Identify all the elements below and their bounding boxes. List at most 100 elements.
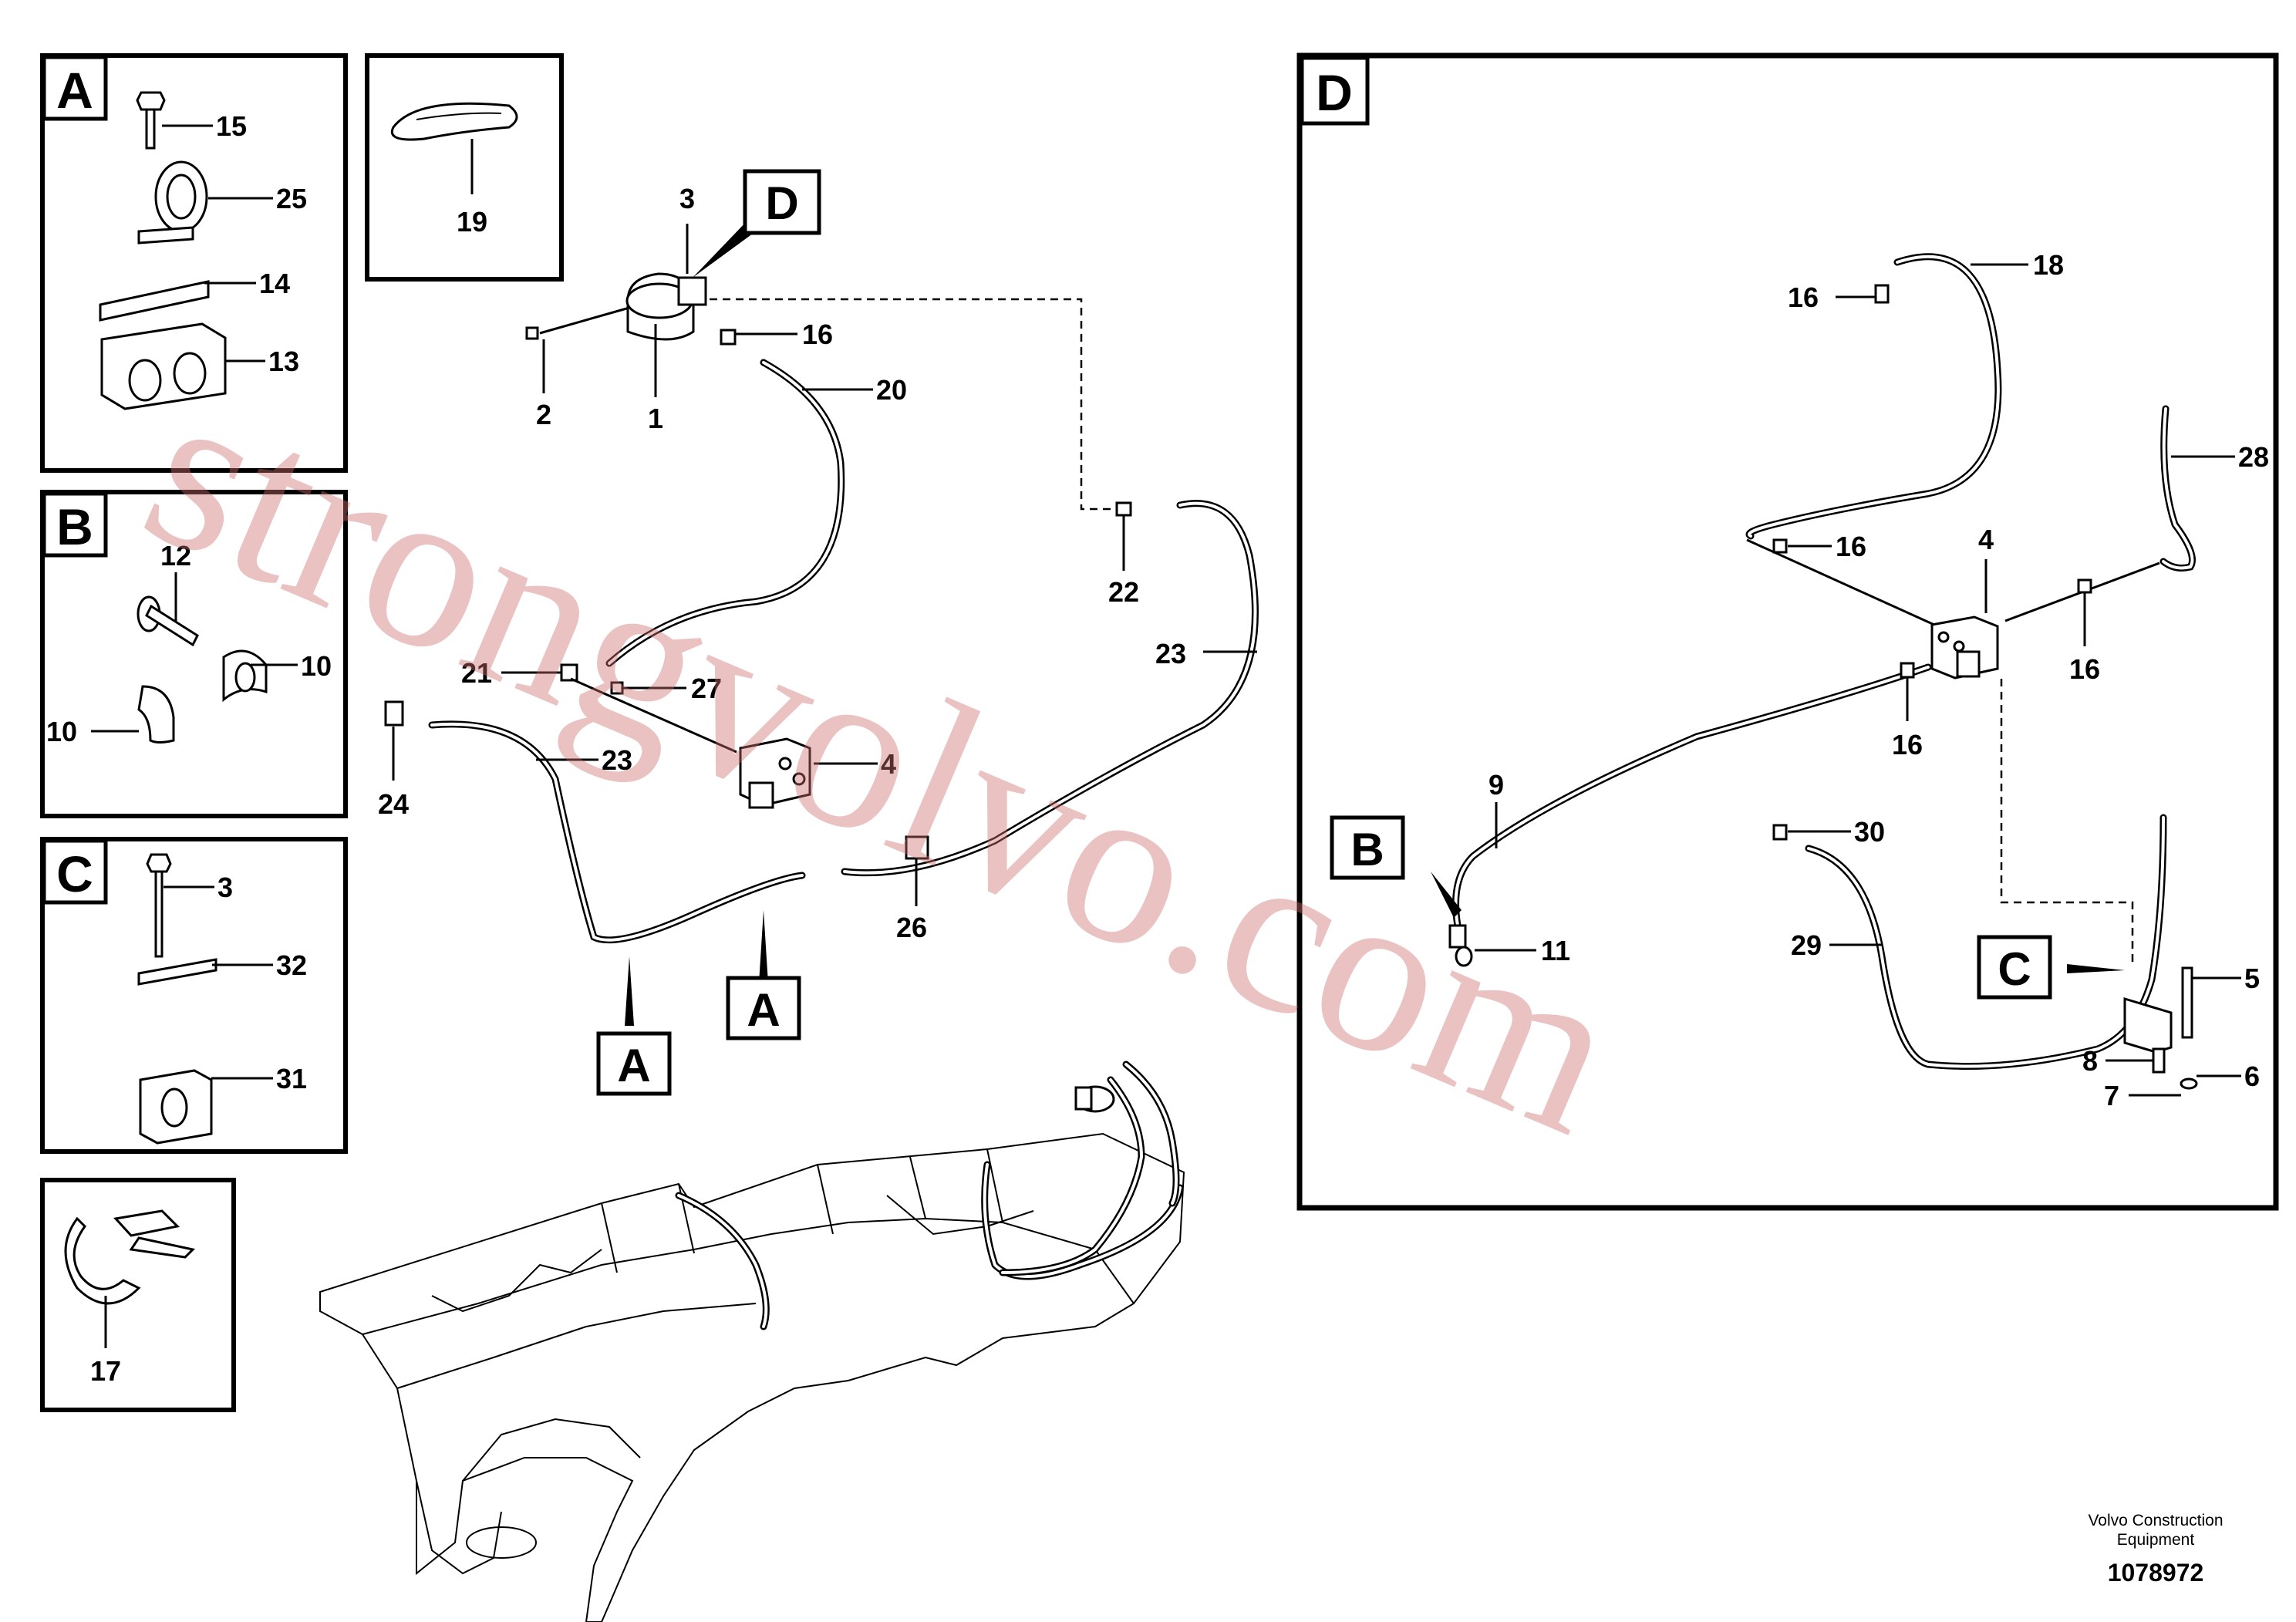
label-16-d2: 16: [1836, 531, 1866, 562]
fitting-icon: [1115, 501, 1132, 517]
svg-text:D: D: [765, 177, 798, 229]
label-21: 21: [461, 657, 492, 689]
detail-box-c: C 3 32 31: [40, 837, 348, 1154]
screw-icon: [146, 853, 172, 958]
footer: Volvo Construction Equipment 1078972: [2088, 1512, 2223, 1587]
valve-block-icon: [739, 737, 811, 809]
hose-20: [605, 359, 845, 667]
label-2: 2: [536, 399, 551, 430]
callout-b: B: [1330, 815, 1405, 880]
label-25: 25: [276, 183, 307, 214]
document-number: 1078972: [2108, 1559, 2204, 1587]
company-name-2: Equipment: [2117, 1531, 2195, 1549]
sensor-icon: [539, 272, 707, 341]
svg-text:A: A: [747, 984, 780, 1036]
hose-clamp-icon: [64, 1209, 196, 1305]
cable-tie-icon: [390, 102, 518, 141]
detail-box-d: D 18 16 28 16 4: [1296, 52, 2279, 1211]
hose-28: [2159, 405, 2196, 572]
label-16-d4: 16: [1892, 729, 1923, 760]
fitting-icon: [2077, 578, 2092, 594]
box-c-letter: C: [56, 845, 93, 902]
label-19: 19: [457, 206, 487, 238]
hose-23-left: [428, 720, 806, 944]
machine-frame-illustration: [319, 1132, 1185, 1622]
detail-box-tie: 19: [365, 53, 564, 282]
hose-23-right: [841, 500, 1259, 877]
label-9: 9: [1489, 769, 1504, 801]
label-32: 32: [276, 949, 307, 981]
box-d-letter: D: [1316, 64, 1353, 121]
label-12: 12: [160, 540, 191, 572]
plate-icon: [137, 958, 217, 986]
label-26: 26: [896, 912, 927, 943]
detail-box-clamp: 17: [40, 1178, 236, 1412]
detail-box-b: B 12 10 10: [40, 490, 348, 818]
screw-icon: [525, 326, 539, 340]
label-28: 28: [2238, 441, 2269, 473]
svg-text:B: B: [1350, 824, 1384, 875]
bolt-icon: [137, 595, 199, 647]
label-22: 22: [1108, 576, 1139, 608]
box-b-letter: B: [56, 498, 93, 555]
fitting-icon: [1772, 538, 1788, 554]
bolt-icon: [136, 91, 166, 150]
label-27: 27: [691, 673, 722, 704]
label-3-c: 3: [217, 872, 233, 903]
hose-9: [1452, 663, 1932, 929]
label-16-d1: 16: [1788, 282, 1819, 313]
label-8: 8: [2082, 1045, 2098, 1077]
label-3: 3: [679, 183, 695, 214]
label-30: 30: [1854, 816, 1885, 848]
fitting-icon: [720, 329, 737, 346]
label-10a: 10: [301, 650, 332, 682]
label-11: 11: [1541, 935, 1570, 966]
label-5: 5: [2244, 963, 2260, 994]
label-16: 16: [802, 319, 833, 350]
label-7: 7: [2104, 1080, 2119, 1111]
fitting-icon: [384, 700, 404, 727]
hose-18: [1745, 253, 2002, 540]
fitting-icon: [1772, 824, 1788, 841]
label-10b: 10: [46, 716, 77, 747]
label-31: 31: [276, 1063, 307, 1094]
callout-c: C: [1977, 935, 2052, 1000]
box-a-letter: A: [56, 62, 93, 119]
pipe-clamp-icon: [137, 160, 208, 244]
label-23-right: 23: [1155, 638, 1186, 669]
svg-text:A: A: [617, 1040, 650, 1091]
clamp-half-icon: [222, 649, 268, 703]
label-16-d3: 16: [2069, 653, 2100, 685]
callout-d: D: [743, 169, 821, 235]
label-24: 24: [378, 788, 409, 820]
clamp-block-icon: [139, 1069, 213, 1145]
fitting-icon: [1874, 284, 1890, 304]
main-assembly: 3 2 1 16 20 22 23 21: [319, 169, 1259, 1622]
label-14: 14: [259, 268, 290, 299]
clamp-half-icon: [137, 685, 175, 744]
label-17: 17: [90, 1355, 121, 1387]
label-18: 18: [2033, 249, 2064, 281]
hose-29: [1805, 814, 2167, 1070]
plate-icon: [99, 280, 210, 322]
callout-a-1: A: [596, 1031, 672, 1096]
label-1: 1: [648, 403, 663, 434]
company-name: Volvo Construction: [2088, 1512, 2223, 1529]
label-4: 4: [881, 748, 896, 780]
bracket-icon: [2123, 966, 2198, 1090]
label-15: 15: [216, 110, 247, 142]
frame-hoses: [675, 1061, 1184, 1330]
label-6: 6: [2244, 1061, 2260, 1092]
label-29: 29: [1791, 929, 1822, 961]
valve-block-icon: [1930, 615, 1999, 679]
fitting-icon: [1448, 924, 1473, 967]
callout-a-2: A: [726, 976, 801, 1040]
label-20: 20: [876, 374, 907, 406]
label-4-d: 4: [1978, 524, 1994, 555]
clamp-block-icon: [100, 322, 227, 410]
fitting-icon: [1900, 662, 1915, 679]
svg-text:C: C: [1998, 943, 2031, 995]
label-13: 13: [268, 346, 299, 377]
label-23-left: 23: [602, 744, 632, 776]
